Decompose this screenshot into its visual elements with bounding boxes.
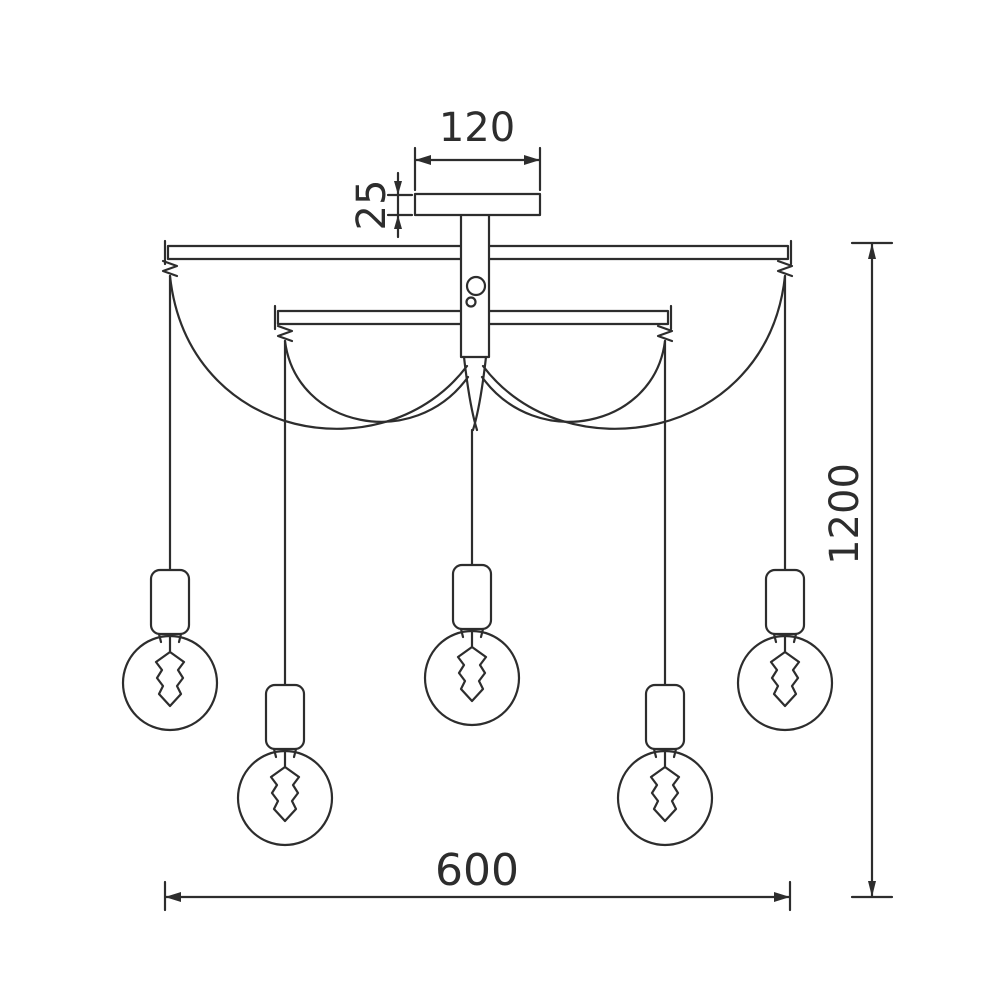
upper-bar-end-caps bbox=[163, 239, 793, 266]
cable-grip-left-inner bbox=[276, 324, 294, 343]
arrow-overall-width-right bbox=[774, 892, 790, 902]
arrow-canopy-width-right bbox=[524, 155, 540, 165]
overall-width-dimension-label: 600 bbox=[435, 845, 519, 896]
arrow-canopy-height-top bbox=[394, 181, 402, 195]
ceiling-canopy-plate bbox=[413, 192, 542, 217]
swag-cable-left-outer bbox=[168, 274, 469, 430]
dimension-arrowheads bbox=[165, 155, 876, 902]
cable-grip-left-outer bbox=[161, 259, 179, 278]
lower-bar-end-caps bbox=[273, 304, 673, 331]
arrow-canopy-height-bottom bbox=[394, 215, 402, 229]
arrow-overall-width-left bbox=[165, 892, 181, 902]
pendant-lamp-left-inner bbox=[236, 683, 334, 847]
pendant-lamp-center bbox=[423, 563, 521, 727]
cable-grip-right-outer bbox=[776, 259, 794, 278]
swag-cable-right-outer bbox=[481, 274, 787, 430]
cable-grip-right-inner bbox=[656, 324, 674, 343]
swag-cable-left-inner bbox=[283, 339, 470, 423]
dim-lines-drop-height bbox=[850, 241, 894, 899]
arrow-drop-height-bottom bbox=[868, 881, 876, 897]
canopy-height-dimension-label: 25 bbox=[349, 180, 395, 231]
dimension-labels: 120 25 1200 600 bbox=[349, 105, 868, 896]
drop-height-dimension-label: 1200 bbox=[822, 463, 868, 565]
arrow-drop-height-top bbox=[868, 243, 876, 259]
arrow-canopy-width-left bbox=[415, 155, 431, 165]
stem-hook-loop bbox=[465, 296, 477, 308]
line-work bbox=[121, 146, 894, 912]
center-cord-tail bbox=[462, 355, 488, 432]
dim-lines-overall-width bbox=[163, 880, 792, 912]
stem-pivot-circle bbox=[465, 275, 487, 297]
pendant-lamp-left-outer bbox=[121, 568, 219, 732]
swag-cable-right-inner bbox=[480, 339, 667, 423]
dim-lines-canopy-width bbox=[413, 146, 542, 192]
pendant-lamp-right-inner bbox=[616, 683, 714, 847]
canopy-width-dimension-label: 120 bbox=[439, 105, 515, 151]
pendant-lamp-right-outer bbox=[736, 568, 834, 732]
